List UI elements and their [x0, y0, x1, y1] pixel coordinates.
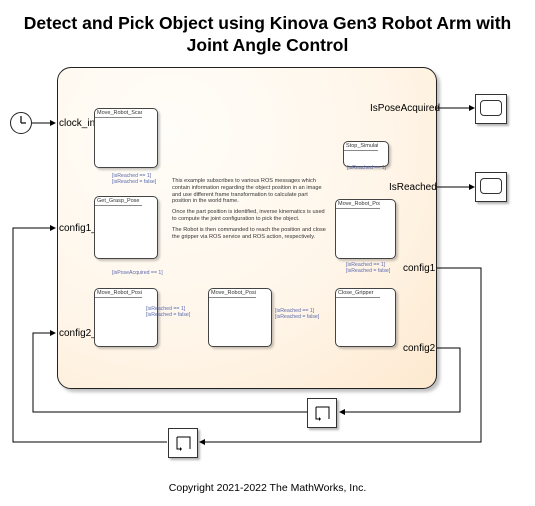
state-label: Move_Robot_Position1: [95, 290, 142, 298]
output-port-pose: IsPoseAcquired: [370, 103, 441, 114]
output-port-reached: IsReached: [389, 182, 437, 193]
output-port-config1: config1: [403, 263, 436, 274]
input-port-config2: config2_in: [59, 328, 105, 339]
state-label: Move_Robot_Position3: [336, 201, 381, 209]
clock-icon[interactable]: [10, 112, 32, 134]
memory-icon[interactable]: [307, 398, 337, 428]
title-line-2: Joint Angle Control: [186, 35, 349, 55]
state-label: Get_Grasp_Pose: [95, 197, 142, 206]
input-port-clock: clock_in: [59, 118, 96, 129]
description-note: This example subscribes to various ROS m…: [172, 178, 328, 244]
state-label: Move_Robot_ScanPosition: [95, 110, 142, 118]
state-close-gripper[interactable]: Close_Gripper: [335, 288, 396, 347]
guard-label: [isReached = false]: [146, 312, 191, 318]
guard-label: [isReached = false]: [346, 268, 391, 274]
guard-label: [isReached = false]: [275, 314, 320, 320]
state-scan-position[interactable]: Move_Robot_ScanPosition: [94, 108, 158, 168]
guard-label: [isReached == 1]: [346, 262, 386, 268]
state-label: Close_Gripper: [336, 289, 381, 298]
guard-label: [isReached == 1]: [112, 173, 152, 179]
guard-label: [isReached = false]: [112, 179, 157, 185]
scope-icon[interactable]: [475, 94, 507, 124]
scope-screen: [480, 178, 502, 194]
scope-screen: [480, 100, 502, 116]
title-line-1: Detect and Pick Object using Kinova Gen3…: [23, 13, 512, 33]
note-paragraph: The Robot is then commanded to reach the…: [172, 226, 326, 240]
guard-label: [isReached == 1]: [275, 308, 315, 314]
state-position3[interactable]: Move_Robot_Position3: [335, 199, 396, 259]
guard-label: [isReached == 1]: [347, 165, 387, 171]
input-port-config1: config1_in: [59, 223, 105, 234]
state-stop-simulation[interactable]: Stop_Simulation: [343, 141, 389, 167]
note-paragraph: This example subscribes to various ROS m…: [172, 178, 322, 205]
note-paragraph: Once the part position is identified, in…: [172, 209, 325, 222]
state-label: Stop_Simulation: [344, 143, 378, 151]
model-title: Detect and Pick Object using Kinova Gen3…: [0, 12, 535, 56]
memory-icon[interactable]: [168, 428, 198, 458]
state-position2[interactable]: Move_Robot_Position2: [208, 288, 272, 347]
scope-icon[interactable]: [475, 172, 507, 202]
state-position1[interactable]: Move_Robot_Position1: [94, 288, 158, 347]
copyright-text: Copyright 2021-2022 The MathWorks, Inc.: [168, 482, 367, 494]
guard-label: [isReached == 1]: [146, 306, 186, 312]
state-label: Move_Robot_Position2: [209, 290, 256, 298]
output-port-config2: config2: [403, 343, 436, 354]
guard-label: [isPoseAcquired == 1]: [112, 270, 163, 276]
state-grasp-pose[interactable]: Get_Grasp_Pose: [94, 196, 158, 259]
